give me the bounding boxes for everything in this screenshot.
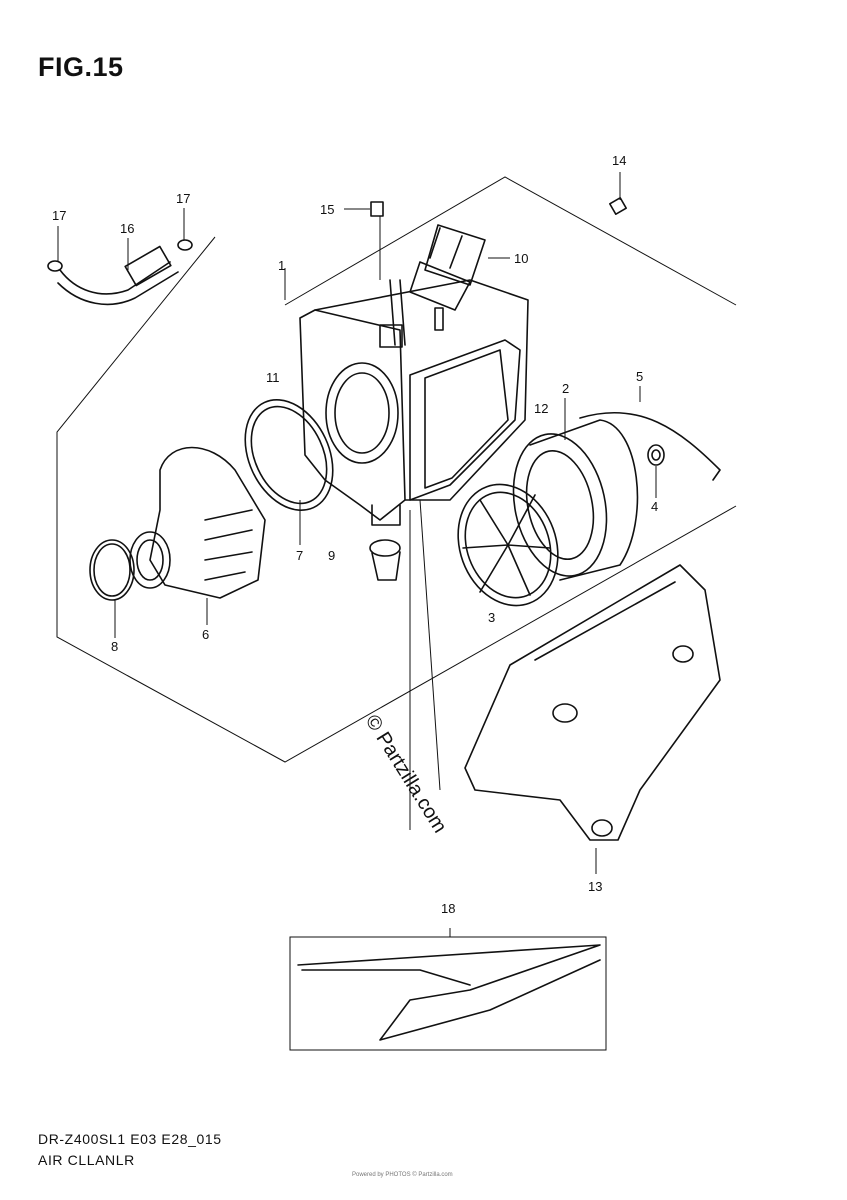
callout-13: 13: [588, 879, 602, 894]
filter-wire-and-grommet: [579, 411, 721, 481]
figure-title: FIG.15: [38, 52, 124, 82]
callout-18: 18: [441, 901, 455, 916]
drain-boot: [369, 539, 401, 581]
hose-clamp-8: [89, 539, 135, 601]
leader-lines: [57, 172, 657, 937]
watermark: © Partzilla.com: [361, 711, 451, 837]
seal-ring: [244, 398, 334, 512]
callout-1: 1: [278, 258, 285, 273]
callout-7: 7: [296, 548, 303, 563]
section-name: AIR CLLANLR: [38, 1152, 135, 1168]
intake-boot: [409, 224, 486, 331]
callout-labels: 1 2 3 4 5 6 7 8 9 10 11 12 13 14 15 16 1…: [52, 153, 658, 916]
callout-6: 6: [202, 627, 209, 642]
filter-element: [512, 419, 639, 581]
screw-15: [370, 201, 384, 217]
side-cover: [464, 564, 721, 841]
callout-17-left: 17: [52, 208, 66, 223]
air-cleaner-case: [299, 279, 529, 526]
callout-12: 12: [534, 401, 548, 416]
callout-5: 5: [636, 369, 643, 384]
callout-8: 8: [111, 639, 118, 654]
callout-14: 14: [612, 153, 626, 168]
callout-16: 16: [120, 221, 134, 236]
callout-3: 3: [488, 610, 495, 625]
callout-10: 10: [514, 251, 528, 266]
inlet-duct: [129, 446, 266, 599]
decal-18: [289, 936, 607, 1051]
model-code: DR-Z400SL1 E03 E28_015: [38, 1131, 222, 1147]
callout-11: 11: [266, 370, 280, 385]
filter-cage: [457, 483, 559, 607]
assembly-outline: [56, 176, 737, 763]
callout-15: 15: [320, 202, 334, 217]
callout-9: 9: [328, 548, 335, 563]
callout-17-right: 17: [176, 191, 190, 206]
breather-hose: [47, 239, 193, 306]
callout-2: 2: [562, 381, 569, 396]
fine-print: Powered by PHOTOS © Partzilla.com: [352, 1172, 453, 1178]
bolt-14: [609, 197, 627, 215]
callout-4: 4: [651, 499, 658, 514]
